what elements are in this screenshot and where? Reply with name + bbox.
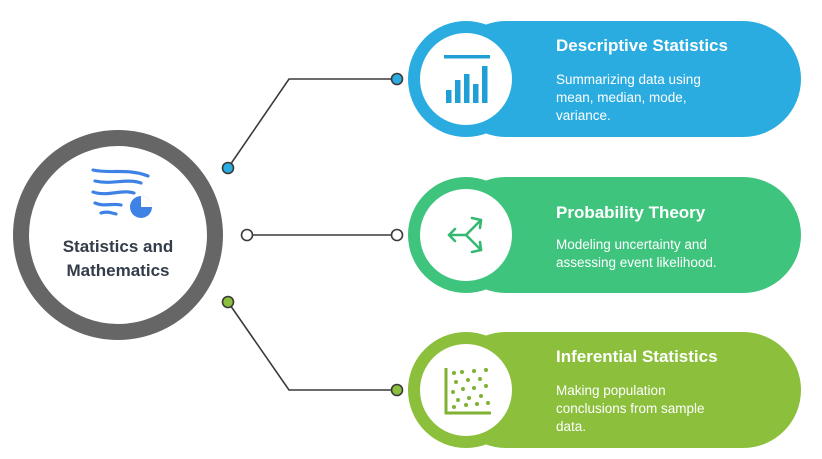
card-desc-line1: Modeling uncertainty and: [556, 237, 707, 252]
dot-card-probability: [390, 228, 404, 242]
card-desc-line2: mean, median, mode,: [556, 90, 687, 105]
card-body: [448, 332, 801, 448]
dot-hub-descriptive: [221, 161, 235, 175]
card-title: Probability Theory: [556, 203, 706, 222]
dot-hub-probability: [240, 228, 254, 242]
connector-descriptive: [227, 78, 395, 169]
card-desc-line3: variance.: [556, 108, 611, 123]
card-inferential-statistics: Inferential Statistics Making population…: [408, 332, 801, 448]
card-desc-line1: Summarizing data using: [556, 72, 701, 87]
hub-ring: [13, 130, 223, 340]
card-title: Descriptive Statistics: [556, 36, 728, 55]
connector-dots: [221, 72, 404, 397]
hub-label-line2: Mathematics: [67, 261, 170, 280]
card-body: [448, 21, 801, 137]
card-descriptive-statistics: Descriptive Statistics Summarizing data …: [408, 21, 801, 137]
card-body: [448, 177, 801, 293]
card-badge-inner: [420, 344, 512, 436]
bar-chart-icon: [444, 55, 490, 103]
dot-hub-inferential: [221, 295, 235, 309]
hub-node: Statistics and Mathematics: [13, 130, 223, 340]
card-desc-line1: Making population: [556, 383, 666, 398]
connectors: [227, 78, 395, 391]
dot-card-inferential: [390, 383, 404, 397]
card-title: Inferential Statistics: [556, 347, 718, 366]
hub-label-line1: Statistics and: [63, 237, 174, 256]
dot-card-descriptive: [390, 72, 404, 86]
wind-pie-chart-icon: [91, 168, 152, 218]
connector-inferential: [227, 301, 395, 391]
card-probability-theory: Probability Theory Modeling uncertainty …: [408, 177, 801, 293]
card-desc-line2: assessing event likelihood.: [556, 255, 717, 270]
branching-arrows-icon: [447, 216, 483, 254]
card-desc-line3: data.: [556, 419, 586, 434]
scatter-plot-icon: [444, 368, 491, 415]
card-desc-line2: conclusions from sample: [556, 401, 705, 416]
